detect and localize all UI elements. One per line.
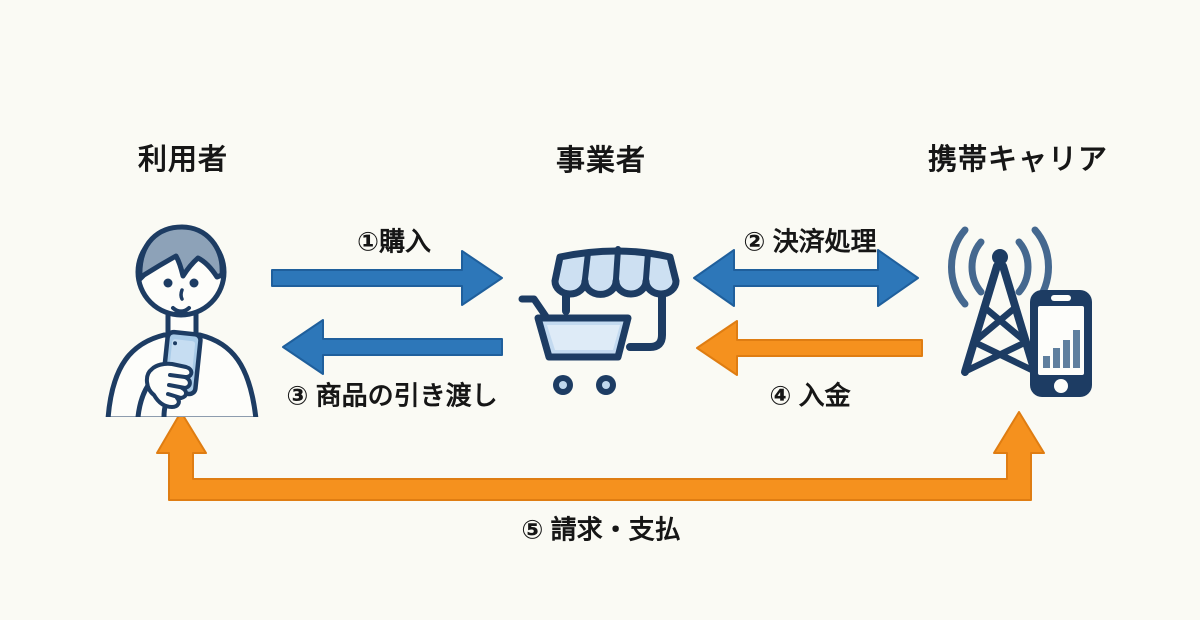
- settlement-arrow: [693, 249, 919, 307]
- deposit-arrow: [696, 320, 923, 376]
- shop-cart-icon: [518, 246, 680, 395]
- settlement-label: ② 決済処理: [743, 226, 877, 257]
- actor-label-carrier: 携帯キャリア: [927, 144, 1109, 176]
- actor-label-merchant: 事業者: [555, 145, 647, 177]
- deposit-label: ④ 入金: [769, 380, 851, 411]
- person-with-phone-icon: [105, 224, 259, 417]
- delivery-arrow: [282, 319, 503, 375]
- purchase-arrow: [271, 250, 503, 306]
- actor-label-user: 利用者: [137, 144, 229, 176]
- billing-label: ⑤ 請求・支払: [521, 514, 681, 545]
- billing-arrow: [156, 411, 1045, 501]
- delivery-label: ③ 商品の引き渡し: [286, 380, 498, 411]
- antenna-tower-phone-icon: [948, 226, 1092, 397]
- purchase-label: ①購入: [356, 226, 432, 257]
